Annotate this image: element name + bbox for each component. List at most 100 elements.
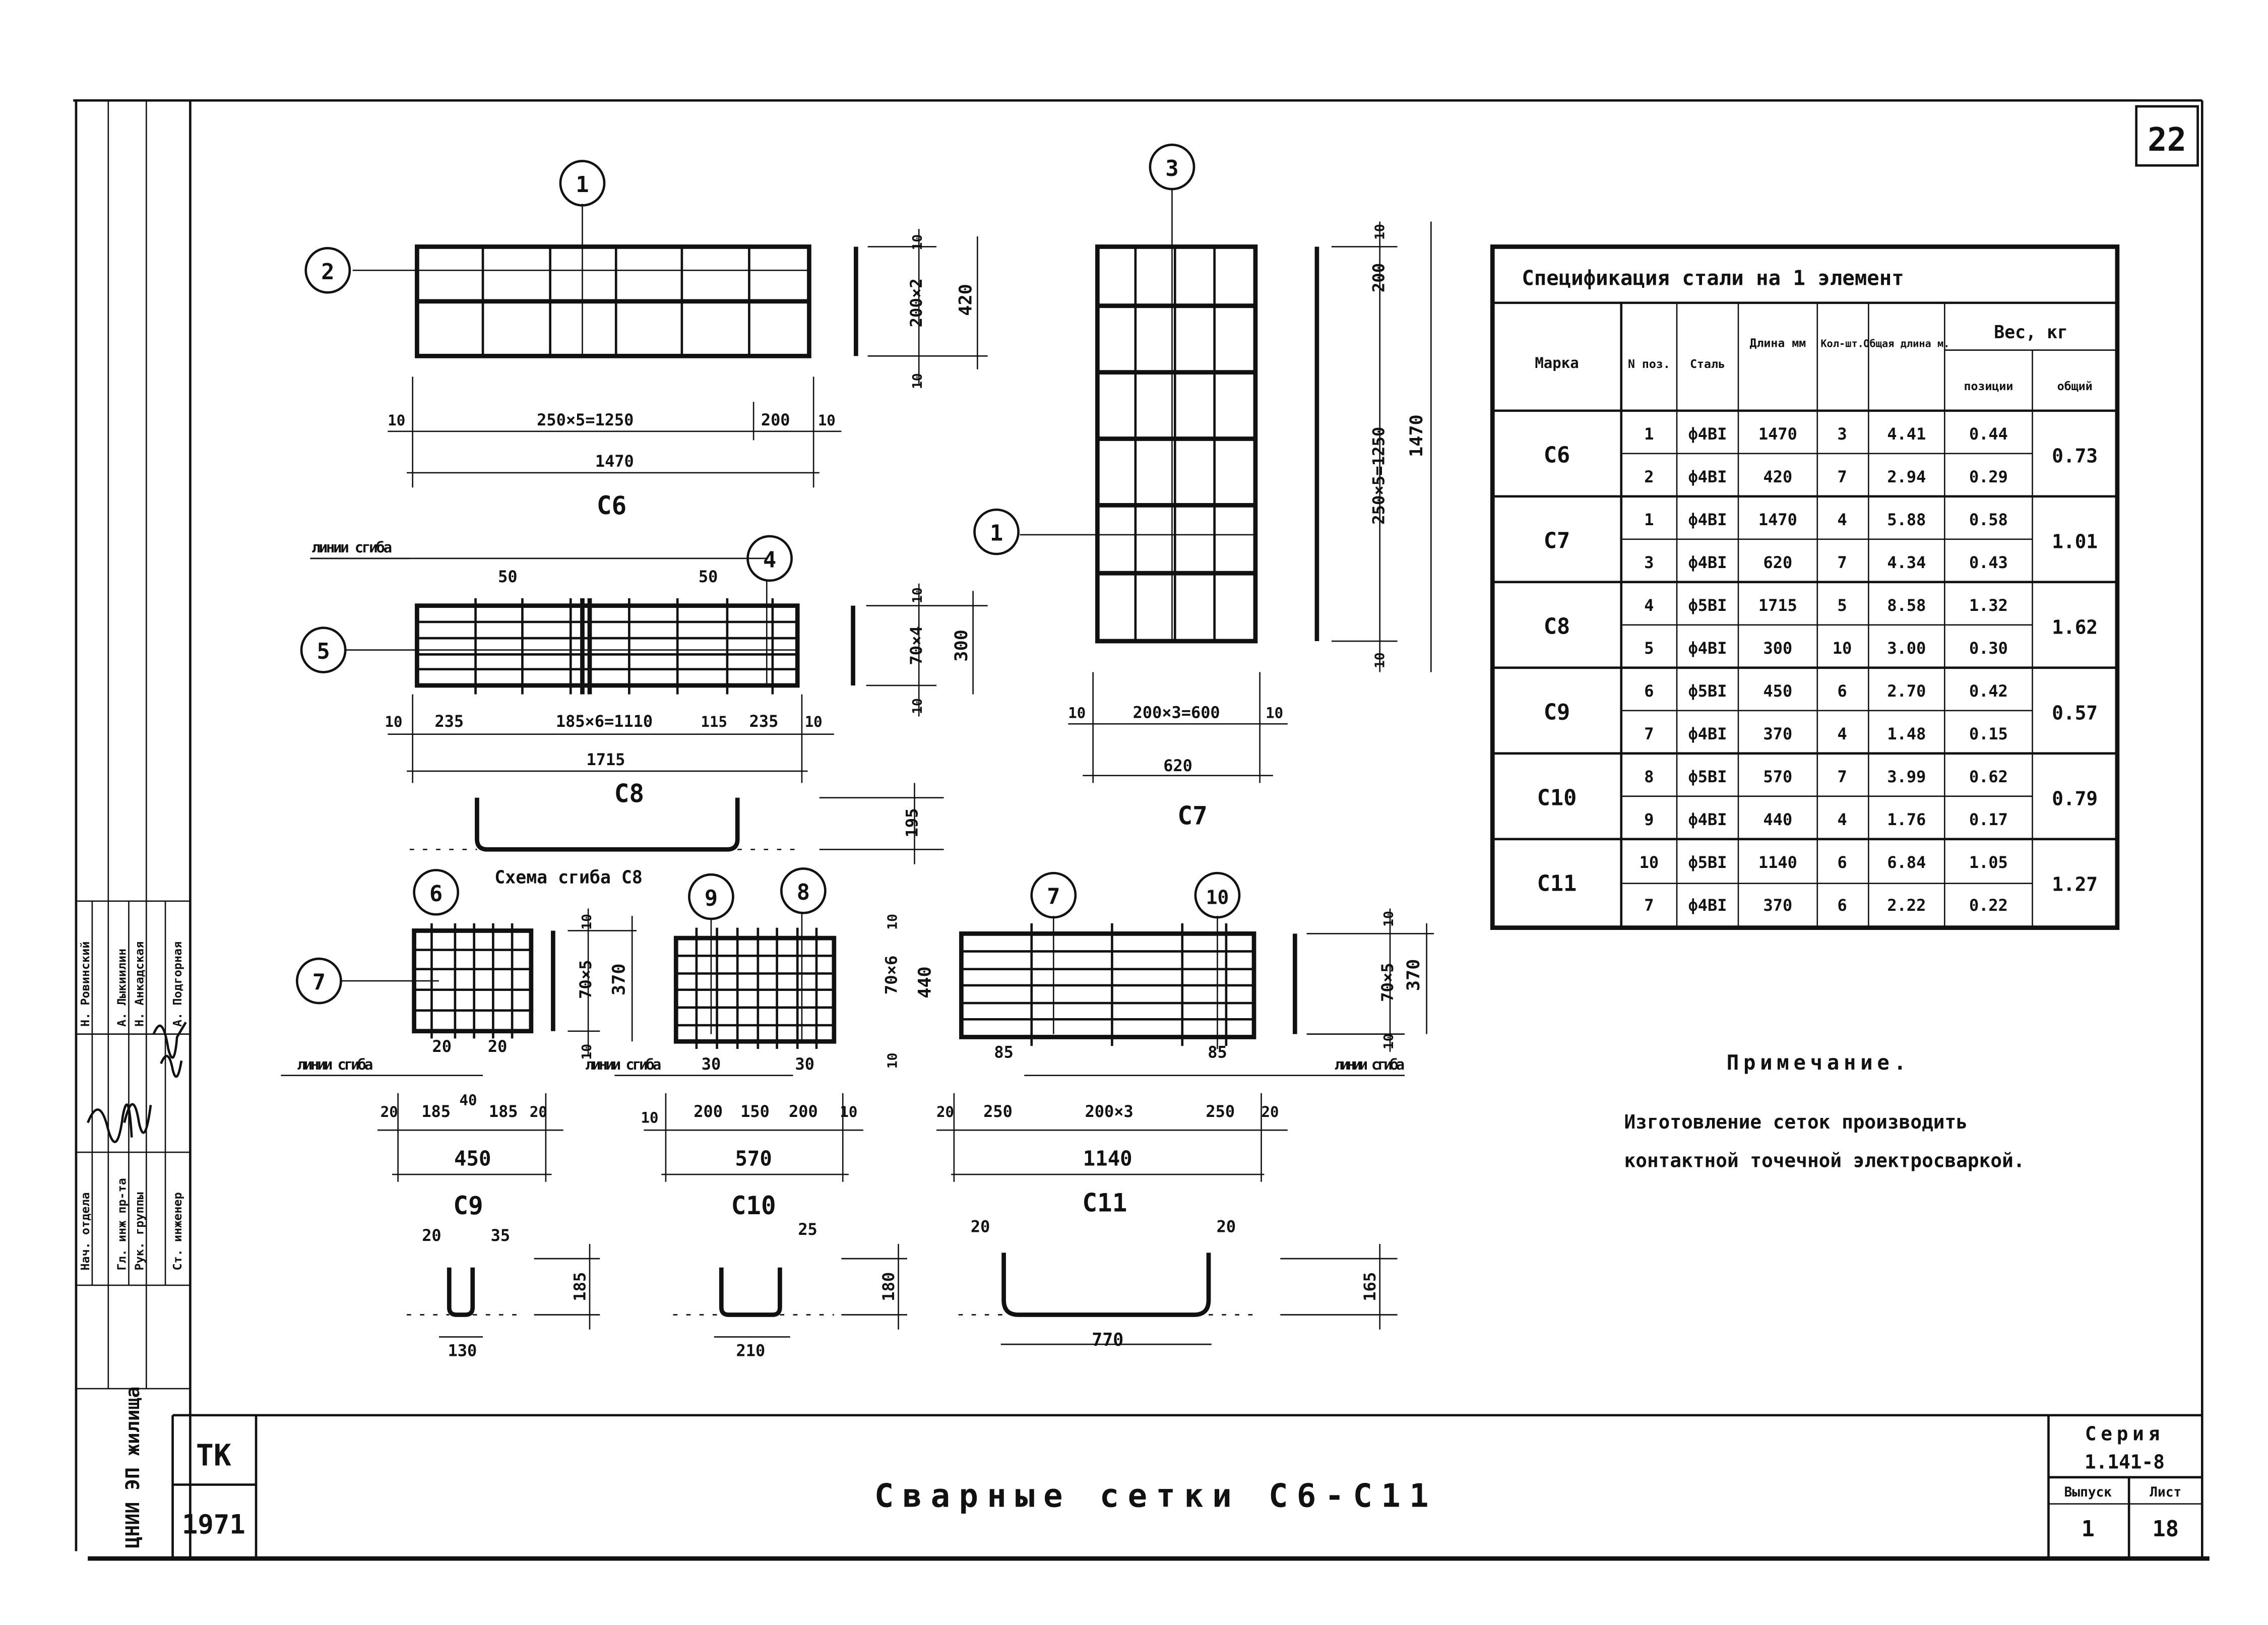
- c8-dim-v1: 10: [910, 587, 925, 603]
- side-name-1: Н. Ровинский: [78, 942, 92, 1027]
- spec-cell-tlen: 2.70: [1887, 681, 1926, 701]
- c7-dim-v1: 10: [1373, 224, 1388, 240]
- c11-dim-total: 1140: [1083, 1146, 1132, 1170]
- c8-pos-marker-4: [746, 535, 793, 582]
- spec-table-grid: [1490, 244, 2120, 930]
- c11-scheme-770: 770: [1092, 1330, 1123, 1350]
- c10-scheme-25: 25: [798, 1220, 817, 1239]
- c9-scheme-35: 35: [491, 1226, 510, 1245]
- spec-cell-steel: ф4ВI: [1688, 810, 1727, 829]
- c11-scheme-165: 165: [1360, 1272, 1379, 1301]
- c8-label: С8: [614, 779, 644, 808]
- c8-scheme-h: 195: [902, 808, 921, 837]
- side-name-3: Н. Анкадская: [133, 942, 147, 1027]
- mesh-c11: [936, 908, 1434, 1345]
- spec-cell-steel: ф4ВI: [1688, 467, 1727, 486]
- c9-dim-b185b: 185: [489, 1102, 518, 1121]
- spec-total-weight: 1.27: [2052, 873, 2098, 895]
- spec-cell-qty: 6: [1838, 681, 1847, 701]
- spec-cell-steel: ф4ВI: [1688, 639, 1727, 658]
- c11-dim-b250b: 250: [1206, 1102, 1235, 1121]
- c11-dim-vt: 370: [1404, 959, 1424, 991]
- c10-bend-line-label: линии сгиба: [585, 1056, 661, 1073]
- spec-h-dlina: Длина мм: [1749, 336, 1806, 350]
- c9-scheme-20: 20: [422, 1226, 441, 1245]
- c10-dim-b10b: 10: [840, 1103, 857, 1120]
- c10-dim-v2: 70×6: [882, 956, 901, 995]
- spec-cell-steel: ф4ВI: [1688, 724, 1727, 743]
- c8-dim-235a: 235: [434, 712, 464, 731]
- spec-cell-tlen: 1.76: [1887, 810, 1926, 829]
- c9-scheme-185: 185: [570, 1272, 589, 1301]
- c8-dim-50b: 50: [699, 567, 718, 586]
- spec-cell-pos: 6: [1644, 681, 1654, 701]
- spec-cell-qty: 10: [1833, 639, 1852, 658]
- spec-cell-len: 620: [1763, 553, 1793, 572]
- c10-dim-b200a: 200: [694, 1102, 723, 1121]
- spec-cell-w: 0.44: [1969, 424, 2008, 444]
- spec-h-obsh-dlina: Общая длина м.: [1863, 338, 1949, 350]
- spec-total-weight: 1.62: [2052, 616, 2098, 638]
- spec-cell-steel: ф4ВI: [1688, 424, 1727, 444]
- spec-cell-len: 1715: [1758, 596, 1797, 615]
- c9-dim-20a: 20: [432, 1037, 452, 1056]
- spec-cell-qty: 4: [1838, 510, 1847, 529]
- spec-cell-w: 0.58: [1969, 510, 2008, 529]
- spec-cell-tlen: 6.84: [1887, 853, 1926, 872]
- spec-cell-w: 0.30: [1969, 639, 2008, 658]
- spec-cell-steel: ф4ВI: [1688, 510, 1727, 529]
- side-role-2: Гл. инж пр-та: [115, 1178, 129, 1270]
- spec-h-pozicii: позиции: [1964, 379, 2013, 393]
- c7-label: С7: [1177, 801, 1207, 830]
- spec-cell-len: 450: [1763, 681, 1793, 701]
- spec-cell-len: 1140: [1758, 853, 1797, 872]
- c8-dim-115: 115: [701, 713, 727, 730]
- c8-dim-vt: 300: [952, 630, 972, 662]
- c6-pos-marker-1: [559, 160, 606, 207]
- c8-bend-line-label: линии сгиба: [311, 539, 392, 556]
- c6-dim-r2: 10: [818, 412, 836, 429]
- spec-cell-tlen: 3.00: [1887, 639, 1926, 658]
- spec-cell-w: 0.43: [1969, 553, 2008, 572]
- c6-pos-marker-2: [304, 247, 351, 294]
- c8-dim-235b: 235: [749, 712, 779, 731]
- stamp-vypusk: 1: [2082, 1516, 2095, 1542]
- stamp-list-label: Лист: [2150, 1485, 2181, 1500]
- spec-cell-w: 1.32: [1969, 596, 2008, 615]
- c11-dim-v2: 70×5: [1378, 963, 1397, 1002]
- spec-cell-steel: ф5ВI: [1688, 853, 1727, 872]
- c10-scheme-210: 210: [736, 1341, 766, 1360]
- c9-dim-b185a: 185: [421, 1102, 451, 1121]
- c9-pos-marker-7: [296, 957, 342, 1005]
- spec-h-marka: Марка: [1535, 354, 1579, 371]
- c9-dim-v1: 10: [580, 914, 595, 930]
- c11-pos-7: 7: [1047, 884, 1060, 910]
- spec-cell-steel: ф5ВI: [1688, 767, 1727, 786]
- spec-mark: С7: [1544, 528, 1570, 553]
- c11-dim-b-mid: 200×3: [1085, 1102, 1133, 1121]
- c9-label: С9: [453, 1191, 483, 1220]
- spec-cell-tlen: 4.34: [1887, 553, 1926, 572]
- mesh-c7: [1020, 189, 1432, 783]
- c8-pos-4: 4: [763, 547, 776, 573]
- spec-h-obshiy: общий: [2057, 379, 2093, 393]
- c9-dim-b20b: 20: [530, 1103, 547, 1120]
- spec-cell-pos: 3: [1644, 553, 1654, 572]
- spec-cell-len: 300: [1763, 639, 1793, 658]
- spec-cell-pos: 5: [1644, 639, 1654, 658]
- note-title: Примечание.: [1727, 1050, 1911, 1075]
- c10-dim-v3: 10: [886, 1053, 901, 1069]
- c6-dim-v1: 10: [910, 234, 925, 251]
- spec-cell-qty: 7: [1838, 767, 1847, 786]
- spec-cell-tlen: 2.94: [1887, 467, 1926, 486]
- c7-dim-r: 10: [1266, 704, 1283, 721]
- spec-h-kol: Кол-шт.: [1820, 338, 1864, 350]
- side-stamp: [75, 100, 191, 1551]
- spec-cell-w: 1.05: [1969, 853, 2008, 872]
- spec-cell-w: 0.15: [1969, 724, 2008, 743]
- c9-scheme-130: 130: [448, 1341, 477, 1360]
- c7-dim-v2: 200: [1369, 263, 1389, 292]
- spec-cell-tlen: 3.99: [1887, 767, 1926, 786]
- spec-cell-pos: 7: [1644, 896, 1654, 915]
